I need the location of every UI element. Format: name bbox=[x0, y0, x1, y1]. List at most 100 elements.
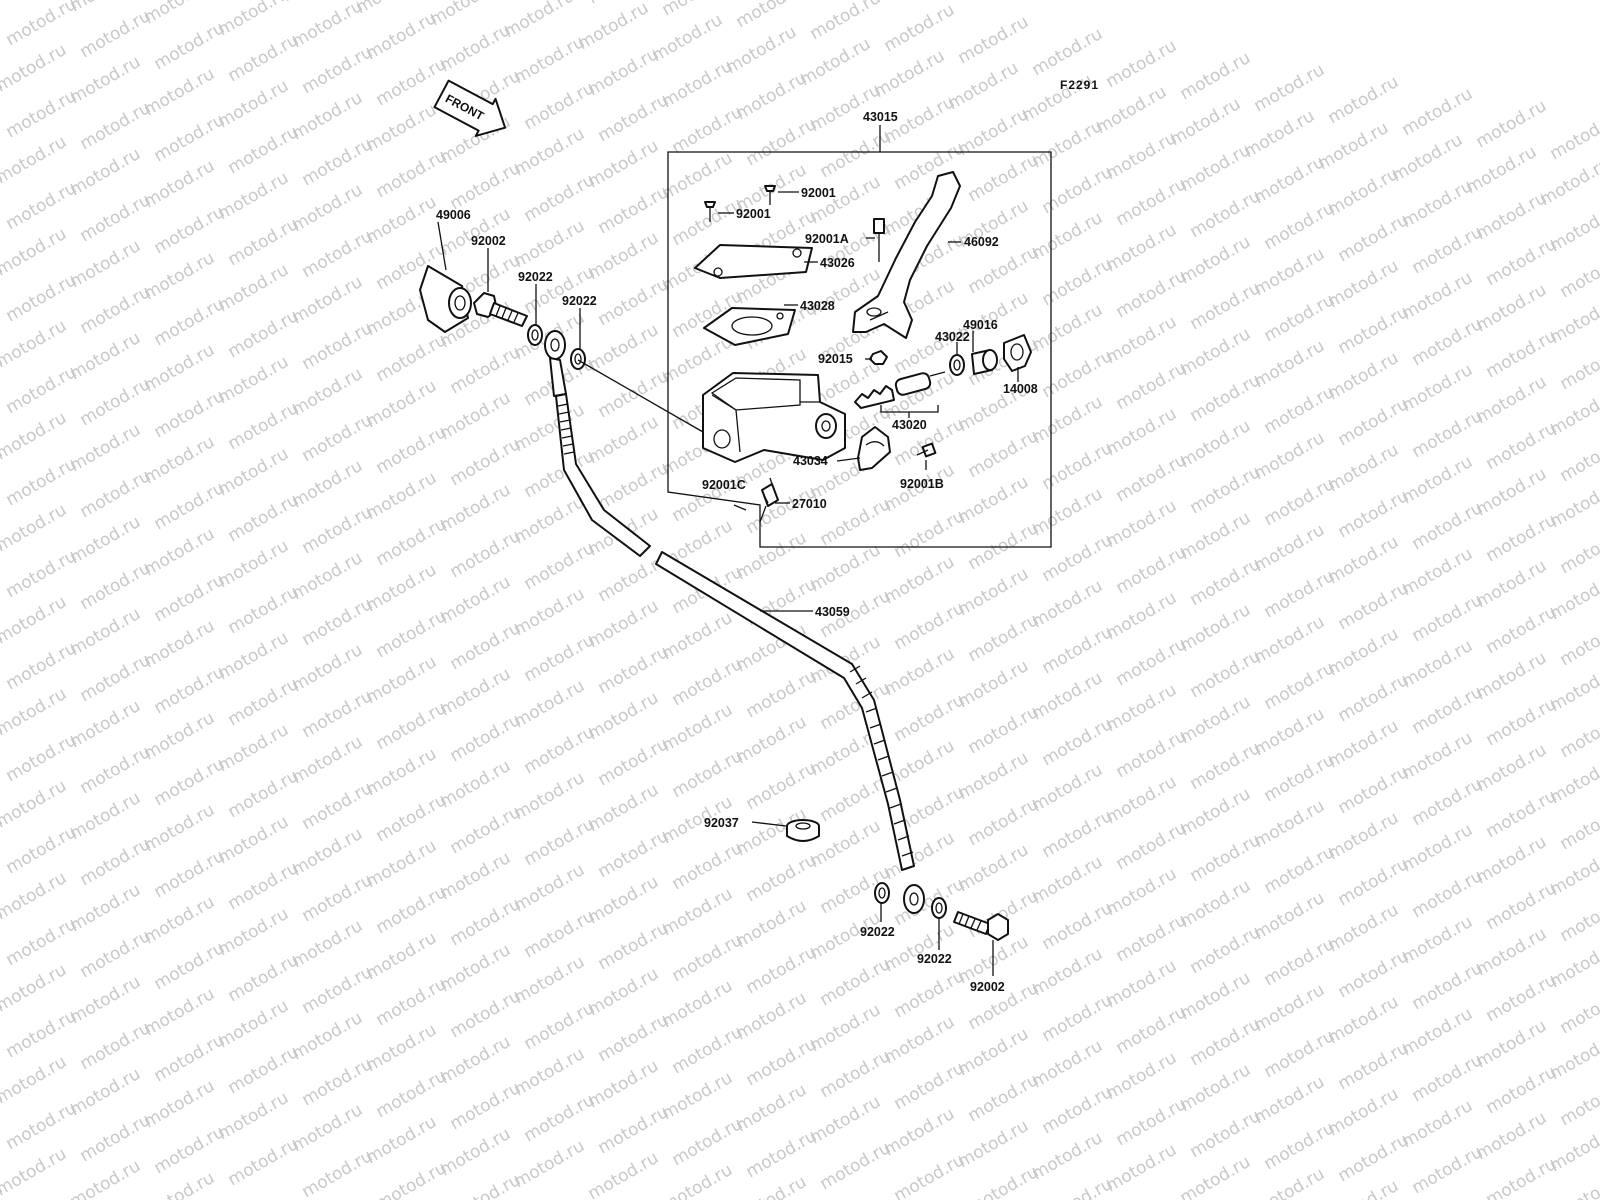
watermark-text: motod.ru bbox=[1325, 716, 1403, 772]
watermark-text: motod.ru bbox=[1557, 982, 1600, 1038]
watermark-text: motod.ru bbox=[225, 858, 303, 914]
watermark-text: motod.ru bbox=[1251, 1072, 1329, 1128]
watermark-text: motod.ru bbox=[1113, 910, 1191, 966]
watermark-text: motod.ru bbox=[77, 742, 155, 798]
watermark-text: motod.ru bbox=[1547, 108, 1600, 164]
washer-92022-d bbox=[931, 897, 947, 919]
watermark-text: motod.ru bbox=[595, 458, 673, 514]
label-14008: 14008 bbox=[1003, 382, 1038, 396]
watermark-text: motod.ru bbox=[1103, 864, 1181, 920]
watermark-text: motod.ru bbox=[511, 860, 589, 916]
watermark-text: motod.ru bbox=[1473, 96, 1551, 152]
watermark-text: motod.ru bbox=[215, 352, 293, 408]
label-43028: 43028 bbox=[800, 299, 835, 313]
watermark-text: motod.ru bbox=[965, 518, 1043, 574]
watermark-text: motod.ru bbox=[67, 512, 145, 568]
watermark-text: motod.ru bbox=[1029, 116, 1107, 172]
watermark-text: motod.ru bbox=[1177, 784, 1255, 840]
watermark-text: motod.ru bbox=[871, 46, 949, 102]
watermark-text: motod.ru bbox=[373, 974, 451, 1030]
watermark-text: motod.ru bbox=[1103, 1140, 1181, 1196]
watermark-text: motod.ru bbox=[1251, 1164, 1329, 1200]
watermark-text: motod.ru bbox=[1187, 370, 1265, 426]
watermark-text: motod.ru bbox=[1473, 648, 1551, 704]
watermark-text: motod.ru bbox=[1251, 336, 1329, 392]
watermark-text: motod.ru bbox=[1029, 484, 1107, 540]
banjo-bolt-bottom bbox=[953, 911, 1009, 941]
watermark-text: motod.ru bbox=[1039, 254, 1117, 310]
watermark-text: motod.ru bbox=[225, 1042, 303, 1098]
label-92001A: 92001A bbox=[805, 232, 849, 246]
bolt-92001B bbox=[916, 442, 937, 458]
watermark-text: motod.ru bbox=[215, 720, 293, 776]
watermark-text: motod.ru bbox=[1251, 612, 1329, 668]
watermark-text: motod.ru bbox=[141, 524, 219, 580]
watermark-text: motod.ru bbox=[151, 386, 229, 442]
watermark-text: motod.ru bbox=[1325, 808, 1403, 864]
watermark-text: motod.ru bbox=[77, 190, 155, 246]
watermark-text: motod.ru bbox=[437, 756, 515, 812]
watermark-text: motod.ru bbox=[1483, 510, 1561, 566]
watermark-text: motod.ru bbox=[3, 914, 81, 970]
watermark-text: motod.ru bbox=[225, 1134, 303, 1190]
watermark-text: motod.ru bbox=[1167, 94, 1245, 150]
watermark-text: motod.ru bbox=[1113, 542, 1191, 598]
banjo-fitting-bottom bbox=[903, 884, 925, 914]
watermark-text: motod.ru bbox=[585, 136, 663, 192]
watermark-text: motod.ru bbox=[585, 412, 663, 468]
watermark-text: motod.ru bbox=[299, 1054, 377, 1110]
label-92015: 92015 bbox=[818, 352, 853, 366]
watermark-text: motod.ru bbox=[1409, 498, 1487, 554]
watermark-text: motod.ru bbox=[299, 1146, 377, 1200]
label-92022-c: 92022 bbox=[860, 925, 895, 939]
watermark-text: motod.ru bbox=[373, 698, 451, 754]
watermark-text: motod.ru bbox=[299, 226, 377, 282]
watermark-text: motod.ru bbox=[955, 840, 1033, 896]
watermark-text: motod.ru bbox=[595, 734, 673, 790]
watermark-text: motod.ru bbox=[151, 938, 229, 994]
watermark-text: motod.ru bbox=[807, 1092, 885, 1148]
watermark-text: motod.ru bbox=[1177, 876, 1255, 932]
watermark-text: motod.ru bbox=[891, 1058, 969, 1114]
watermark-text: motod.ru bbox=[3, 362, 81, 418]
clip-14008 bbox=[1003, 334, 1032, 372]
watermark-text: motod.ru bbox=[77, 926, 155, 982]
watermark-text: motod.ru bbox=[67, 788, 145, 844]
watermark-text: motod.ru bbox=[649, 10, 727, 66]
watermark-text: motod.ru bbox=[1251, 980, 1329, 1036]
watermark-text: motod.ru bbox=[669, 102, 747, 158]
watermark-text: motod.ru bbox=[1399, 268, 1477, 324]
watermark-text: motod.ru bbox=[1177, 508, 1255, 564]
watermark-text: motod.ru bbox=[807, 80, 885, 136]
watermark-text: motod.ru bbox=[1261, 934, 1339, 990]
watermark-text: motod.ru bbox=[437, 940, 515, 996]
watermark-text: motod.ru bbox=[373, 146, 451, 202]
watermark-text: motod.ru bbox=[437, 480, 515, 536]
bushing-49016 bbox=[971, 349, 998, 375]
watermark-text: motod.ru bbox=[1409, 406, 1487, 462]
watermark-text: motod.ru bbox=[1557, 614, 1600, 670]
watermark-text: motod.ru bbox=[1409, 314, 1487, 370]
watermark-text: motod.ru bbox=[77, 650, 155, 706]
watermark-text: motod.ru bbox=[1113, 1094, 1191, 1150]
label-43034: 43034 bbox=[793, 454, 828, 468]
watermark-text: motod.ru bbox=[595, 1102, 673, 1158]
watermark-text: motod.ru bbox=[3, 270, 81, 326]
watermark-text: motod.ru bbox=[817, 126, 895, 182]
watermark-text: motod.ru bbox=[225, 582, 303, 638]
watermark-text: motod.ru bbox=[1251, 796, 1329, 852]
watermark-text: motod.ru bbox=[1261, 474, 1339, 530]
watermark-text: motod.ru bbox=[733, 1080, 811, 1136]
watermark-text: motod.ru bbox=[363, 744, 441, 800]
watermark-text: motod.ru bbox=[891, 1150, 969, 1200]
watermark-text: motod.ru bbox=[215, 812, 293, 868]
watermark-text: motod.ru bbox=[1187, 462, 1265, 518]
watermark-text: motod.ru bbox=[585, 780, 663, 836]
watermark-text: motod.ru bbox=[965, 150, 1043, 206]
watermark-text: motod.ru bbox=[1029, 1036, 1107, 1092]
watermark-text: motod.ru bbox=[447, 894, 525, 950]
watermark-text: motod.ru bbox=[225, 306, 303, 362]
watermark-text: motod.ru bbox=[817, 494, 895, 550]
watermark-text: motod.ru bbox=[289, 824, 367, 880]
watermark-text: motod.ru bbox=[1103, 1048, 1181, 1104]
